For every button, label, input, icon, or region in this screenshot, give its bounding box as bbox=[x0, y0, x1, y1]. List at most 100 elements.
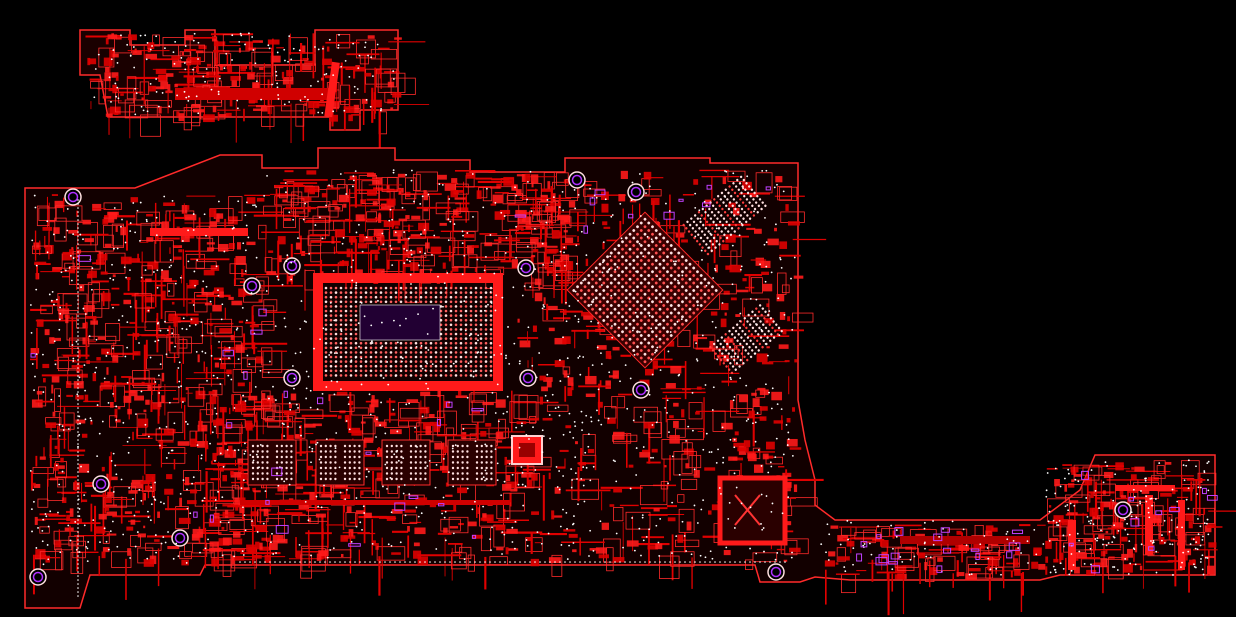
right-area-pad bbox=[531, 254, 536, 258]
via bbox=[147, 435, 150, 438]
ddr-ball-2 bbox=[767, 329, 770, 333]
via bbox=[770, 510, 773, 513]
daughter-pad bbox=[195, 50, 204, 54]
left-area-pad bbox=[186, 205, 190, 210]
pch-ball bbox=[602, 319, 606, 322]
left-area-footprint bbox=[263, 299, 278, 312]
cpu-ball bbox=[469, 323, 473, 327]
lower-area-footprint bbox=[231, 484, 239, 499]
via bbox=[115, 419, 118, 421]
via bbox=[380, 321, 383, 324]
via bbox=[116, 247, 119, 250]
lower-area-pad bbox=[496, 547, 504, 551]
lower-area-pad bbox=[228, 445, 233, 455]
via bbox=[159, 444, 161, 447]
mount-hole bbox=[767, 563, 785, 581]
lower-area-pad bbox=[343, 535, 356, 539]
pch-ball bbox=[662, 281, 666, 285]
cpu-ball bbox=[484, 332, 488, 336]
cpu-ball bbox=[334, 305, 338, 308]
top-area-footprint bbox=[451, 254, 478, 269]
left-area-footprint bbox=[66, 317, 95, 341]
ddr-ball bbox=[737, 227, 740, 230]
ext-right-area-pad bbox=[1182, 486, 1193, 492]
ddr-ball bbox=[700, 230, 704, 233]
top-area-pad bbox=[418, 222, 430, 230]
right-area-pad bbox=[585, 393, 596, 398]
cpu-ball bbox=[454, 300, 458, 304]
via bbox=[157, 374, 160, 377]
via bbox=[33, 500, 35, 503]
via bbox=[200, 454, 203, 457]
via bbox=[159, 501, 162, 504]
via bbox=[207, 538, 209, 541]
daughter-footprint bbox=[118, 87, 135, 104]
cpu-ball bbox=[329, 369, 333, 373]
left-area-footprint bbox=[57, 477, 67, 488]
via bbox=[476, 258, 479, 261]
cpu-ball bbox=[414, 286, 418, 290]
via bbox=[244, 450, 247, 453]
top-area-pad bbox=[357, 243, 368, 249]
ddr-ball-2 bbox=[766, 336, 769, 339]
top-area-footprint bbox=[381, 177, 398, 192]
lower-area-pad bbox=[378, 516, 390, 519]
memory-ball bbox=[275, 450, 279, 453]
right-area-pad bbox=[695, 337, 708, 340]
memory-ball bbox=[256, 461, 259, 464]
right-ext-bar-3 bbox=[1178, 500, 1185, 570]
cpu-ball bbox=[414, 360, 418, 363]
via bbox=[55, 464, 58, 467]
daughter-footprint bbox=[126, 76, 137, 100]
cpu-ball bbox=[474, 374, 478, 377]
via bbox=[435, 548, 438, 550]
pch-ball bbox=[654, 251, 658, 255]
daughter-pad bbox=[112, 53, 119, 58]
memory-ball bbox=[395, 472, 398, 475]
ext-right-area-pad bbox=[1130, 474, 1137, 481]
cpu-ball bbox=[449, 309, 453, 313]
right-area-footprint bbox=[584, 180, 598, 204]
memory-ball bbox=[419, 444, 422, 448]
via bbox=[162, 536, 165, 538]
right-area-pad bbox=[766, 441, 775, 450]
left-area-pad bbox=[45, 422, 57, 428]
cpu-ball bbox=[384, 286, 388, 290]
ddr-ball bbox=[718, 220, 722, 224]
ddr-ball bbox=[741, 185, 744, 188]
daughter-pad bbox=[159, 74, 167, 81]
ddr-ball-2 bbox=[736, 339, 739, 342]
via bbox=[432, 307, 434, 310]
cpu-ball bbox=[339, 314, 343, 317]
memory-ball bbox=[290, 472, 293, 475]
via bbox=[471, 508, 474, 511]
left-area-pad bbox=[186, 284, 196, 289]
cpu-ball bbox=[439, 318, 443, 322]
cpu-ball bbox=[384, 346, 388, 350]
lower-area-pad bbox=[235, 504, 239, 511]
via bbox=[233, 449, 236, 452]
via bbox=[416, 446, 418, 448]
cpu-ball bbox=[469, 305, 473, 308]
cpu-ball bbox=[449, 346, 453, 350]
cpu-ball bbox=[474, 341, 478, 345]
via bbox=[256, 531, 259, 533]
daughter-pad bbox=[309, 109, 316, 115]
memory-ball bbox=[385, 477, 389, 481]
cpu-ball bbox=[344, 355, 348, 359]
cpu-ball bbox=[369, 355, 373, 359]
cpu-ball bbox=[434, 286, 438, 290]
pch-ball bbox=[591, 270, 594, 274]
lower-area-pad bbox=[506, 481, 518, 488]
daughter-pad bbox=[370, 99, 382, 108]
via bbox=[733, 355, 736, 358]
via bbox=[790, 556, 793, 559]
left-area-pad bbox=[208, 391, 215, 395]
cpu-ball bbox=[434, 360, 438, 363]
via bbox=[294, 352, 297, 355]
via bbox=[139, 240, 141, 242]
via bbox=[400, 360, 403, 363]
left-area-pad bbox=[237, 473, 248, 480]
left-area-pad bbox=[112, 355, 119, 363]
via bbox=[786, 444, 789, 446]
